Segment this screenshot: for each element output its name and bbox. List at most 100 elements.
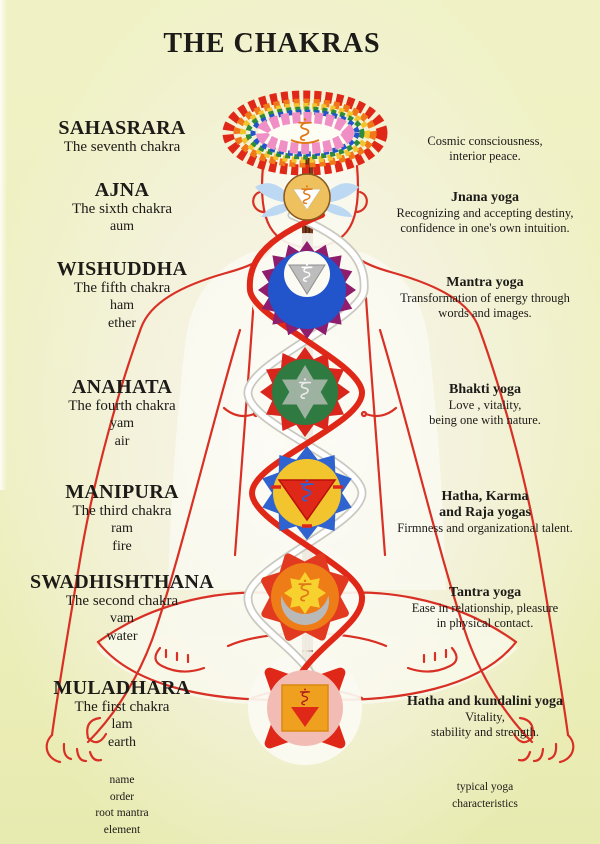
chakra-element: ether	[108, 316, 136, 331]
ear-left	[252, 190, 265, 214]
chakra-order: The fifth chakra	[73, 280, 171, 296]
yoga-title: Bhakti yoga	[449, 382, 521, 397]
chakra-order: The seventh chakra	[63, 139, 181, 155]
torso-side-right	[364, 296, 387, 557]
chakra-mantra: aum	[109, 219, 135, 234]
crown-petal-ring-pink	[256, 112, 354, 154]
yoga-description: interior peace.	[449, 148, 521, 163]
ajna-wing-left-lower	[261, 203, 291, 217]
yoga-description: Vitality,	[465, 710, 505, 724]
yoga-description: Transformation of energy through	[400, 291, 570, 305]
yoga-title: and Raja yogas	[439, 505, 531, 520]
legend-line: order	[109, 790, 135, 803]
chakra-order: The third chakra	[72, 503, 172, 519]
poster-title: THE CHAKRAS	[163, 28, 381, 59]
label-manipura: MANIPURA The third chakra ram fire	[10, 481, 234, 556]
yoga-description: Cosmic consciousness,	[427, 134, 543, 148]
legend-left-column: name order root mantra element	[10, 772, 234, 838]
manipura-triangle-handles	[271, 485, 343, 528]
yoga-description: stability and strength.	[431, 724, 539, 739]
yoga-description: in physical contact.	[436, 615, 534, 630]
chakra-order: The sixth chakra	[72, 201, 172, 217]
label-sahasrara: SAHASRARA The seventh chakra	[10, 117, 234, 156]
legend-line: characteristics	[452, 797, 518, 810]
yoga-description: Recognizing and accepting destiny,	[396, 206, 574, 220]
chakra-name: AJNA	[94, 179, 150, 201]
swadhishthana-chakra-symbol	[261, 553, 349, 641]
chakra-name: ANAHATA	[71, 376, 173, 398]
hand-right	[512, 716, 575, 764]
hand-left	[45, 716, 108, 764]
yoga-description: Firmness and organizational talent.	[397, 521, 573, 535]
chakra-order: The fourth chakra	[68, 398, 176, 414]
chakra-element: earth	[108, 735, 136, 750]
yoga-anahata: Bhakti yoga Love , vitality, being one w…	[372, 382, 598, 427]
breast-left	[222, 406, 256, 418]
yoga-description: Love , vitality,	[448, 398, 522, 412]
chakra-element: water	[106, 629, 138, 644]
legend-line: name	[109, 774, 135, 786]
yoga-sahasrara: Cosmic consciousness, interior peace.	[372, 134, 598, 163]
torso-side-left	[233, 296, 256, 557]
crown-petal-ring-yellow	[240, 103, 370, 163]
foot-right	[406, 646, 458, 673]
legend-right-column: typical yoga characteristics	[372, 779, 598, 812]
ear-right	[355, 190, 368, 214]
crown-petal-ring-green	[245, 106, 365, 160]
chakra-name: SAHASRARA	[58, 117, 186, 139]
yoga-swadhishthana: Tantra yoga Ease in relationship, pleasu…	[372, 585, 598, 630]
manipura-chakra-symbol	[262, 446, 352, 540]
crown-crescent-mark	[290, 139, 320, 144]
label-swadhishthana: SWADHISHTHANA The second chakra vam wate…	[10, 571, 234, 646]
nipple-right	[360, 410, 368, 418]
crown-petal-ring-blue	[250, 109, 360, 157]
chakra-name: SWADHISHTHANA	[30, 571, 214, 593]
chakra-element: fire	[112, 539, 132, 554]
yoga-description: being one with nature.	[429, 412, 541, 427]
yoga-title: Jnana yoga	[450, 190, 520, 205]
yoga-manipura: Hatha, Karma and Raja yogas Firmness and…	[372, 489, 598, 536]
chakra-mantra: vam	[109, 611, 135, 626]
yoga-title: Mantra yoga	[446, 275, 524, 290]
chakra-mantra: ram	[111, 521, 133, 536]
yoga-title: Tantra yoga	[448, 585, 522, 600]
yoga-description: Ease in relationship, pleasure	[411, 601, 559, 615]
label-wishuddha: WISHUDDHA The fifth chakra ham ether	[10, 258, 234, 333]
chakra-mantra: ham	[109, 298, 135, 313]
ajna-wing-right-lower	[323, 203, 353, 217]
anahata-chakra-symbol	[260, 347, 350, 437]
chakra-name: MULADHARA	[53, 677, 191, 699]
label-ajna: AJNA The sixth chakra aum	[10, 179, 234, 236]
yoga-ajna: Jnana yoga Recognizing and accepting des…	[372, 190, 598, 235]
sahasrara-chakra-symbol	[222, 90, 388, 176]
yoga-description: words and images.	[438, 305, 532, 320]
chakra-order: The second chakra	[65, 593, 179, 609]
crown-petal-ring-red	[222, 90, 388, 176]
ajna-wing-left	[255, 183, 287, 203]
foot-right-toes	[422, 648, 448, 664]
arm-outer-left	[50, 244, 274, 737]
ajna-wing-right	[327, 183, 359, 203]
chakra-mantra: yam	[109, 416, 135, 431]
legend-line: root mantra	[95, 807, 149, 819]
yoga-wishuddha: Mantra yoga Transformation of energy thr…	[372, 275, 598, 320]
chakra-mantra: lam	[111, 717, 133, 732]
yoga-description: confidence in one's own intuition.	[400, 220, 570, 235]
chakra-name: MANIPURA	[65, 481, 179, 503]
wishuddha-chakra-symbol	[258, 241, 356, 339]
yoga-title: Hatha and kundalini yoga	[406, 694, 563, 709]
muladhara-chakra-symbol	[264, 667, 346, 749]
chakra-name: WISHUDDHA	[56, 258, 188, 280]
foot-left-toes	[164, 648, 190, 664]
crown-inner-white	[272, 123, 338, 143]
label-muladhara: MULADHARA The first chakra lam earth	[10, 677, 234, 752]
breast-right	[364, 406, 398, 418]
ida-nadi-white	[245, 212, 367, 703]
ajna-chakra-symbol	[255, 173, 359, 221]
swadhishthana-lotus-diamond	[284, 572, 326, 614]
chakra-element: air	[114, 434, 130, 449]
muladhara-triangle	[291, 707, 319, 727]
label-anahata: ANAHATA The fourth chakra yam air	[10, 376, 234, 451]
